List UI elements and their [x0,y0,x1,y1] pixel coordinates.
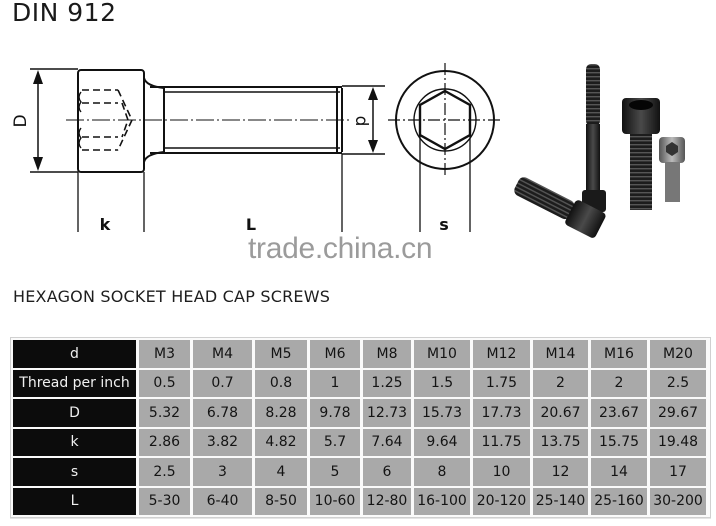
table-cell: 14 [591,458,647,486]
table-cell: 12.73 [363,399,411,427]
table-cell: M14 [533,340,588,368]
table-cell: M12 [473,340,530,368]
table-cell: 1.5 [414,369,470,397]
spec-table: d M3 M4 M5 M6 M8 M10 M12 M14 M16 M20 Thr… [10,337,711,518]
table-row-L: L 5-30 6-40 8-50 10-60 12-80 16-100 20-1… [11,487,710,517]
table-cell: M6 [310,340,360,368]
table-cell: 1.25 [363,369,411,397]
page-title: DIN 912 [12,0,117,27]
table-cell: 25-140 [533,487,588,515]
bolt-photo [514,64,685,238]
table-cell: 17.73 [473,399,530,427]
table-row-thread: Thread per inch 0.5 0.7 0.8 1 1.25 1.5 1… [11,369,710,399]
table-cell: M8 [363,340,411,368]
table-cell: 3 [193,458,252,486]
row-header: k [13,428,136,456]
table-cell: 15.75 [591,428,647,456]
table-cell: 8-50 [255,487,307,515]
table-row-D: D 5.32 6.78 8.28 9.78 12.73 15.73 17.73 … [11,398,710,428]
technical-drawing: D d k L s [11,63,685,238]
table-row-k: k 2.86 3.82 4.82 5.7 7.64 9.64 11.75 13.… [11,428,710,458]
table-cell: M16 [591,340,647,368]
table-cell: 7.64 [363,428,411,456]
label-k: k [100,215,111,234]
table-cell: 12 [533,458,588,486]
table-cell: 0.7 [193,369,252,397]
table-cell: 9.78 [310,399,360,427]
table-cell: 5 [310,458,360,486]
table-row-d: d M3 M4 M5 M6 M8 M10 M12 M14 M16 M20 [11,339,710,369]
label-D: D [11,114,31,127]
row-header: D [13,399,136,427]
table-cell: 19.48 [650,428,706,456]
row-header: Thread per inch [13,369,136,397]
table-cell: 20-120 [473,487,530,515]
table-cell: M3 [139,340,190,368]
watermark: trade.china.cn [248,232,433,265]
table-cell: 30-200 [650,487,706,515]
label-d: d [351,116,371,127]
table-cell: 20.67 [533,399,588,427]
label-s: s [439,215,449,234]
table-cell: 11.75 [473,428,530,456]
table-cell: 0.8 [255,369,307,397]
table-cell: M4 [193,340,252,368]
row-header: d [13,340,136,368]
table-cell: 4.82 [255,428,307,456]
table-cell: 2.5 [139,458,190,486]
table-cell: M10 [414,340,470,368]
table-cell: 5.7 [310,428,360,456]
table-cell: 16-100 [414,487,470,515]
table-cell: 4 [255,458,307,486]
table-cell: 5.32 [139,399,190,427]
table-cell: 2 [533,369,588,397]
table-cell: 2.86 [139,428,190,456]
section-subtitle: HEXAGON SOCKET HEAD CAP SCREWS [13,287,331,306]
table-cell: 12-80 [363,487,411,515]
row-header: L [13,487,136,515]
table-cell: 8.28 [255,399,307,427]
table-cell: 17 [650,458,706,486]
table-cell: 13.75 [533,428,588,456]
table-cell: 23.67 [591,399,647,427]
label-L: L [246,215,256,234]
table-cell: 10-60 [310,487,360,515]
table-cell: 6 [363,458,411,486]
table-cell: 1 [310,369,360,397]
table-cell: 10 [473,458,530,486]
row-header: s [13,458,136,486]
table-cell: 9.64 [414,428,470,456]
table-cell: 1.75 [473,369,530,397]
table-cell: 3.82 [193,428,252,456]
screw-head-outline [77,69,145,173]
table-cell: 2 [591,369,647,397]
table-cell: 29.67 [650,399,706,427]
table-cell: 5-30 [139,487,190,515]
table-cell: 6-40 [193,487,252,515]
table-cell: 8 [414,458,470,486]
table-row-s: s 2.5 3 4 5 6 8 10 12 14 17 [11,457,710,487]
table-cell: M20 [650,340,706,368]
table-cell: 25-160 [591,487,647,515]
table-cell: M5 [255,340,307,368]
table-cell: 0.5 [139,369,190,397]
table-cell: 6.78 [193,399,252,427]
table-cell: 2.5 [650,369,706,397]
table-cell: 15.73 [414,399,470,427]
